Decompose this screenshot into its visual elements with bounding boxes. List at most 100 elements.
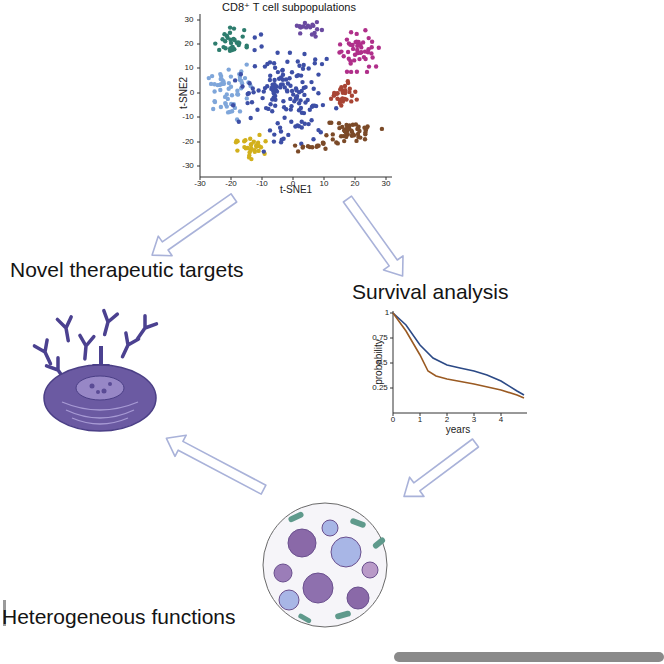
scatter-point [290, 89, 294, 93]
tick-label: 10 [185, 64, 194, 73]
scatter-point [348, 87, 352, 91]
scatter-point [220, 37, 224, 41]
scatter-point [288, 84, 292, 88]
tick-label: -10 [182, 113, 194, 122]
scatter-point [301, 144, 305, 148]
scatter-point [293, 143, 297, 147]
scatter-point [329, 97, 333, 101]
scatter-point [254, 145, 258, 149]
scatter-point [351, 123, 355, 127]
tick-label: 0 [291, 180, 295, 189]
scatter-point [325, 57, 329, 61]
scatter-point [374, 64, 378, 68]
scatter-point [323, 147, 327, 151]
scatter-point [236, 92, 240, 96]
scatter-point [349, 128, 353, 132]
scatter-point [268, 74, 272, 78]
scatter-point [235, 148, 239, 152]
scatter-point [312, 87, 316, 91]
scatter-point [245, 45, 249, 49]
scatter-point [265, 62, 269, 66]
scatter-point [309, 118, 313, 122]
scatter-point [270, 109, 274, 113]
flow-arrow [343, 196, 403, 276]
scatter-point [345, 70, 349, 74]
scatter-point [287, 76, 291, 80]
scatter-point [278, 126, 282, 130]
scatter-point [273, 66, 277, 70]
scatter-point [262, 149, 266, 153]
scatter-point [316, 72, 320, 76]
tick-label: 4 [499, 416, 503, 425]
scatter-point [253, 150, 257, 154]
scatter-point [245, 101, 249, 105]
scatter-point [227, 87, 231, 91]
scatter-point [370, 40, 374, 44]
tick-label: 1 [418, 416, 422, 425]
scatter-point [369, 51, 373, 55]
scatter-point [302, 63, 306, 67]
scatter-point [210, 74, 214, 78]
scatter-point [308, 25, 312, 29]
stage-panel: Novel therapeutic targets [8, 258, 288, 436]
scatter-point [329, 121, 333, 125]
scatter-point [249, 142, 253, 146]
scatter-point [259, 44, 263, 48]
scatter-point [296, 59, 300, 63]
scatter-point [300, 111, 304, 115]
stage-heading: Survival analysis [352, 280, 508, 304]
scatter-point [256, 149, 260, 153]
scatter-point [316, 91, 320, 95]
scatter-point [364, 128, 368, 132]
scatter-point [272, 132, 276, 136]
scatter-point [227, 67, 231, 71]
scatter-point [358, 135, 362, 139]
scatter-point [268, 102, 272, 106]
scatter-point [259, 32, 263, 36]
flow-arrow [152, 194, 237, 256]
scatter-point [346, 132, 350, 136]
scatter-point [228, 25, 232, 29]
scatter-point [266, 107, 270, 111]
scatter-point [331, 132, 335, 136]
scatter-point [309, 80, 313, 84]
scatter-point [271, 89, 275, 93]
scatter-point [281, 137, 285, 141]
scatter-point [349, 30, 353, 34]
scatter-point [218, 72, 222, 76]
scatter-point [240, 84, 244, 88]
scatter-point [272, 78, 276, 82]
scatter-point [257, 133, 261, 137]
scatter-point [246, 92, 250, 96]
scatter-point [223, 101, 227, 105]
scatter-point [290, 70, 294, 74]
survival-axes [390, 311, 527, 416]
scatter-point [239, 79, 243, 83]
tick-label: 1 [385, 309, 389, 318]
scatter-point [225, 92, 229, 96]
scatter-point [337, 121, 341, 125]
scatter-point [348, 59, 352, 63]
scatter-point [342, 139, 346, 143]
scatter-point [320, 62, 324, 66]
scatter-point [268, 128, 272, 132]
scatter-point [281, 78, 285, 82]
scatter-point [335, 91, 339, 95]
scatter-point [219, 105, 223, 109]
scatter-point [367, 64, 371, 68]
scatter-point [235, 89, 239, 93]
scatter-point [353, 40, 357, 44]
scatter-point [289, 107, 293, 111]
scatter-point [315, 143, 319, 147]
scatter-point [250, 100, 254, 104]
axis-title: t-SNE1 [280, 184, 312, 195]
scatter-point [343, 97, 347, 101]
scatter-point [245, 96, 249, 100]
scatter-point [355, 32, 359, 36]
scatter-point [273, 94, 277, 98]
scatter-point [242, 28, 246, 32]
scatter-point [349, 70, 353, 74]
